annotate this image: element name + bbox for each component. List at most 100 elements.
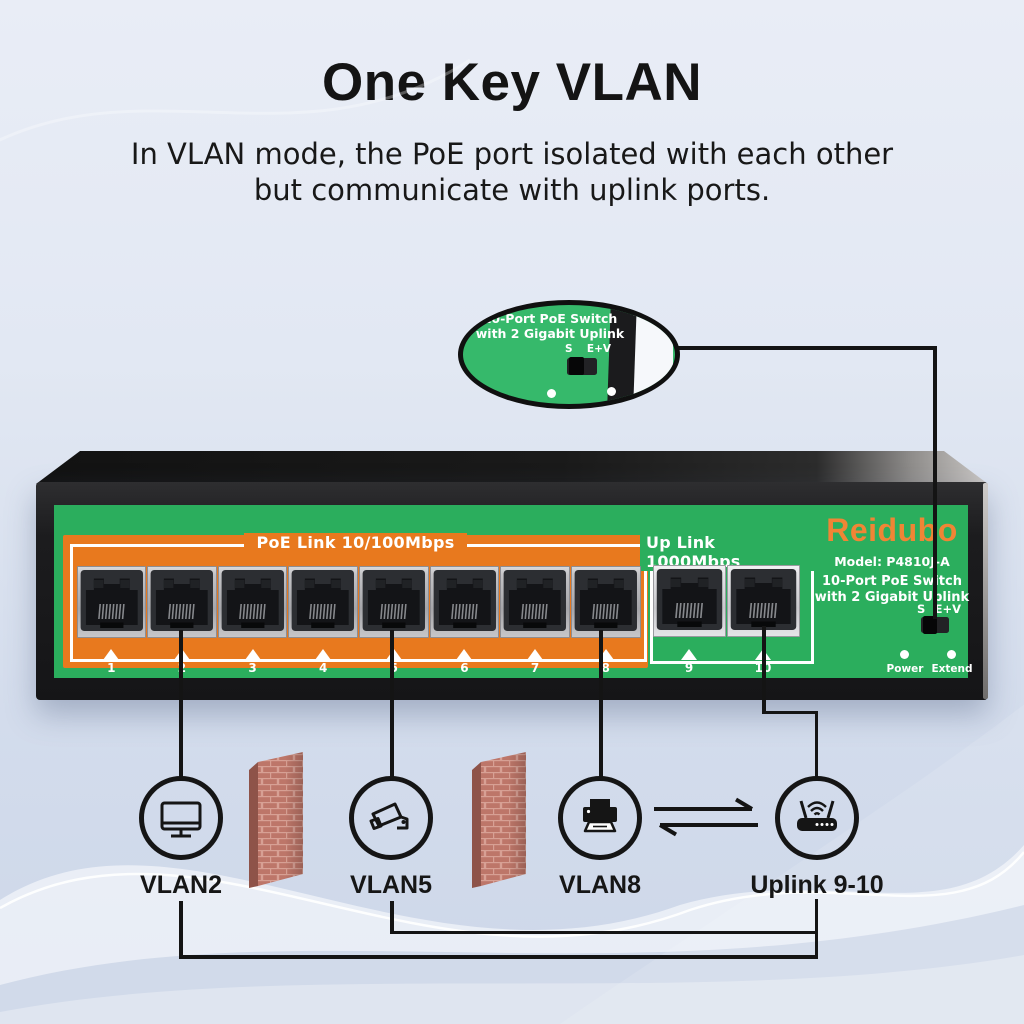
rj45-jack-icon: [292, 570, 355, 631]
poe-port: [147, 566, 217, 638]
router-device: [775, 776, 859, 860]
poe-port: [570, 566, 641, 638]
port-number: 6: [460, 661, 469, 675]
switch-edge-highlight: [983, 483, 988, 699]
poe-section-label: PoE Link 10/100Mbps: [70, 533, 641, 552]
vlan2-label: VLAN2: [140, 871, 222, 899]
switch-description-line-1: 10-Port PoE Switch: [822, 574, 962, 589]
callout-connector-line: [666, 346, 936, 350]
monitor-device: [139, 776, 223, 860]
toggle-label-ev: E+V: [934, 602, 961, 616]
vlan5-label: VLAN5: [350, 871, 432, 899]
port-triangle-icon: [597, 649, 614, 660]
uplink-port-numbers: 910: [652, 649, 800, 675]
poe-port: [288, 566, 358, 638]
rj45-jack-icon: [362, 570, 425, 631]
poe-port: [217, 566, 288, 638]
callout-line-2: with 2 Gigabit Uplink: [475, 325, 625, 341]
switch-description: 10-Port PoE Switch with 2 Gigabit Uplink: [812, 574, 972, 605]
port-triangle-icon: [315, 649, 332, 660]
port-mark: 5: [359, 649, 430, 675]
port-number: 8: [601, 661, 610, 675]
uplink-frame-gap: [679, 653, 781, 661]
poe-port-row: [76, 566, 641, 638]
uplink-section-label: Up Link 1000Mbps: [640, 533, 818, 571]
port-number: 5: [389, 661, 398, 675]
rj45-jack-icon: [80, 570, 143, 631]
router-icon: [797, 800, 837, 831]
port8-connector-line: [599, 630, 603, 777]
led-dot-magnified: [547, 389, 556, 398]
port10-connector-line: [814, 710, 818, 778]
magnifier-callout: 10-Port PoE Switch with 2 Gigabit Uplink…: [458, 300, 680, 409]
monitor-icon: [160, 801, 202, 838]
exchange-arrows-icon: [654, 797, 758, 837]
subtitle-line-2: but communicate with uplink ports.: [253, 173, 771, 207]
power-led: [900, 650, 909, 659]
poe-port-numbers: 12345678: [76, 649, 641, 675]
port-number: 7: [530, 661, 540, 675]
uplink-port: [652, 565, 726, 637]
rj45-jack-icon: [150, 570, 214, 631]
rj45-jack-icon: [503, 570, 567, 631]
led-dot-magnified: [607, 387, 616, 396]
callout-connector-line: [933, 346, 937, 619]
camera-device: [349, 776, 433, 860]
uplink-port: [726, 565, 800, 637]
port-mark: 6: [429, 649, 500, 675]
brick-wall: [249, 752, 303, 888]
vlan-mode-toggle: [921, 616, 949, 634]
toggle-knob: [568, 357, 584, 375]
page-title: One Key VLAN: [321, 53, 703, 112]
uplink-910-label: Uplink 9-10: [750, 871, 884, 899]
brand-logo: Reidubo: [826, 512, 958, 548]
uplink-return-line: [814, 899, 818, 958]
power-led-label: Power: [886, 663, 924, 675]
page-subtitle: In VLAN mode, the PoE port isolated with…: [0, 136, 1024, 208]
port10-connector-line: [762, 710, 818, 714]
port-triangle-icon: [103, 649, 120, 660]
port-mark: 3: [217, 649, 288, 675]
model-number: Model: P4810J-A: [834, 554, 950, 569]
callout-text: 10-Port PoE Switch with 2 Gigabit Uplink: [467, 311, 633, 341]
printer-icon: [583, 799, 617, 833]
port-mark: 9: [652, 649, 726, 675]
rj45-jack-icon: [221, 570, 284, 631]
rj45-jack-icon: [574, 570, 637, 631]
poe-port: [76, 566, 147, 638]
port-triangle-icon: [385, 649, 402, 660]
callout-toggle-label-ev: E+V: [586, 343, 611, 355]
subtitle-line-1: In VLAN mode, the PoE port isolated with…: [130, 137, 894, 171]
vlan5-uplink-line: [390, 901, 394, 934]
port-mark: 8: [570, 649, 641, 675]
vlan2-uplink-line: [179, 901, 183, 958]
uplink-section-label-text: Up Link 1000Mbps: [640, 533, 818, 571]
uplink-port-row: [652, 565, 800, 637]
port-number: 4: [319, 661, 328, 675]
vlan8-label: VLAN8: [559, 871, 641, 899]
poe-port: [429, 566, 500, 638]
printer-device: [558, 776, 642, 860]
rj45-jack-icon: [656, 569, 722, 630]
rj45-jack-icon: [730, 569, 796, 630]
port-mark: 4: [288, 649, 359, 675]
brick-wall: [472, 752, 526, 888]
vlan2-uplink-line: [179, 955, 818, 959]
toggle-label-s: S: [917, 602, 926, 616]
extend-led: [947, 650, 956, 659]
callout-toggle-label-s: S: [565, 343, 573, 355]
port-number: 9: [684, 661, 694, 675]
port-triangle-icon: [681, 649, 697, 660]
poe-port: [500, 566, 570, 638]
toggle-labels: S E+V: [917, 602, 961, 616]
poe-port: [359, 566, 429, 638]
port-mark: 1: [76, 649, 147, 675]
poe-section-label-text: PoE Link 10/100Mbps: [244, 533, 467, 552]
rj45-jack-icon: [433, 570, 496, 631]
port-mark: 7: [500, 649, 571, 675]
callout-line-1: 10-Port PoE Switch: [482, 311, 618, 326]
port-number: 3: [248, 661, 257, 675]
